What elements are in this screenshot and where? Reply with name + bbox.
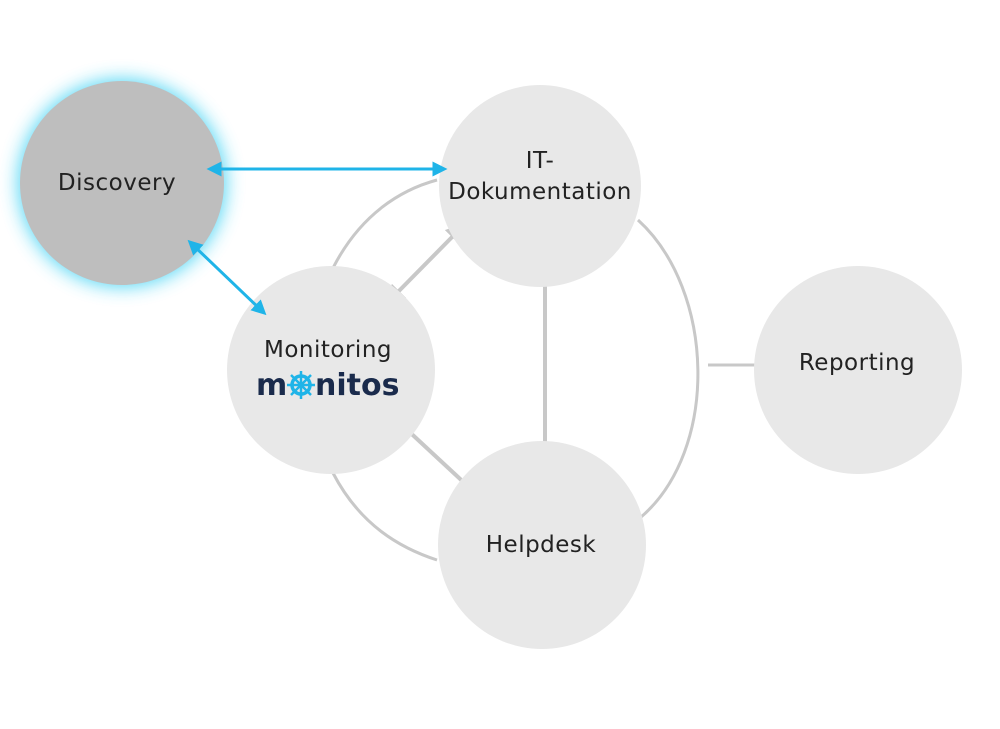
helpdesk-circle: [438, 441, 646, 649]
itdoku-circle: [439, 85, 641, 287]
cycle-loop: [331, 178, 700, 562]
reporting-circle: [754, 266, 962, 474]
monitos-logo-suffix: nitos: [315, 368, 399, 403]
loop-arc-right: [636, 218, 700, 520]
loop-arc-bottom-left: [331, 472, 438, 562]
node-discovery[interactable]: Discovery: [18, 79, 226, 287]
reporting-label: Reporting: [799, 350, 915, 376]
ship-wheel-icon: [287, 371, 315, 399]
discovery-label: Discovery: [58, 170, 176, 196]
helpdesk-label: Helpdesk: [486, 532, 597, 558]
monitos-logo-prefix: m: [256, 368, 287, 403]
node-reporting[interactable]: Reporting: [754, 266, 962, 474]
monitos-logo: m nitos: [256, 368, 399, 403]
node-monitoring[interactable]: Monitoring m nitos: [227, 266, 435, 474]
discovery-circle: [20, 81, 224, 285]
loop-arc-top-left: [331, 178, 438, 269]
arrow-monitoring-helpdesk: [394, 418, 480, 497]
connectors: [384, 222, 779, 497]
monitoring-label: Monitoring: [264, 337, 392, 363]
node-it-dokumentation[interactable]: IT- Dokumentation: [439, 85, 641, 287]
highlight-connectors: [187, 161, 448, 316]
itdoku-label-line2: Dokumentation: [448, 179, 632, 205]
arrow-monitoring-itdoku: [384, 222, 467, 306]
monitoring-circle: [227, 266, 435, 474]
node-helpdesk[interactable]: Helpdesk: [438, 441, 646, 649]
arrow-discovery-monitoring: [187, 239, 267, 316]
itdoku-label-line1: IT-: [526, 148, 555, 174]
